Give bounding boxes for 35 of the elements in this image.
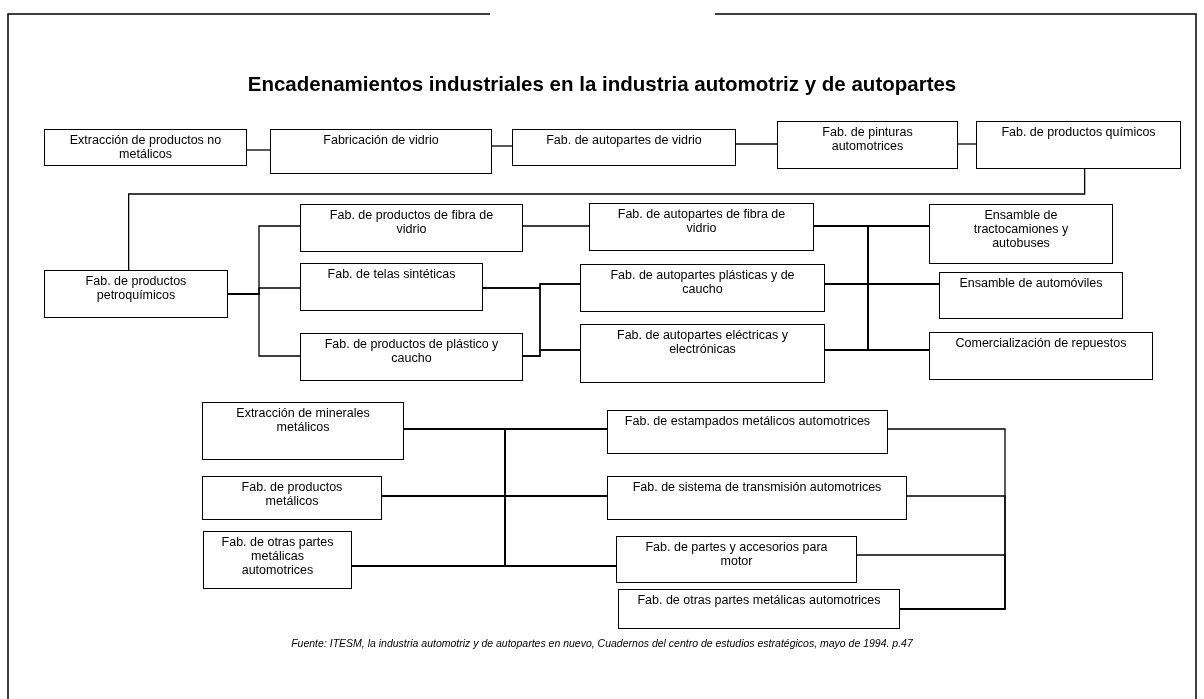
process-box: Fab. de partes y accesorios para motor (616, 536, 857, 583)
process-box: Fab. de telas sintéticas (300, 263, 483, 311)
diagram-title: Encadenamientos industriales en la industria automotriz y de autopartes (246, 72, 958, 96)
process-box: Fab. de autopartes eléctricas y electrónicas (580, 324, 825, 383)
process-box: Fab. de productos químicos (976, 121, 1181, 169)
connector-line (227, 293, 301, 357)
process-box: Fab. de productos de plástico y caucho (300, 333, 523, 381)
process-box: Ensamble de tractocamiones y autobuses (929, 204, 1113, 264)
connector-line (128, 168, 1086, 271)
process-box: Fab. de autopartes de fibra de vidrio (589, 203, 814, 251)
connector-line (491, 145, 513, 147)
process-box: Fab. de productos metálicos (202, 476, 382, 520)
process-box: Fab. de otras partes metálicas automotrices (203, 531, 352, 589)
process-box: Fab. de estampados metálicos automotrices (607, 410, 888, 454)
process-box: Comercialización de repuestos (929, 332, 1153, 380)
connector-line (351, 565, 617, 567)
process-box: Extracción de productos no metálicos (44, 129, 247, 166)
source-note: Fuente: ITESM, la industria automotriz y de autopartes en nuevo, Cuadernos del centro de estudios estratégicos, mayo de 1994. p.47 (290, 637, 914, 649)
connector-line (246, 149, 271, 151)
process-box: Fab. de autopartes de vidrio (512, 129, 736, 166)
connector-line (522, 349, 581, 357)
connector-line (856, 554, 1006, 610)
connector-line (522, 225, 590, 227)
connector-line (735, 143, 778, 145)
connector-line (824, 349, 930, 351)
process-box: Fab. de pinturas automotrices (777, 121, 958, 169)
process-box: Fab. de autopartes plásticas y de caucho (580, 264, 825, 312)
connector-line (957, 143, 977, 145)
process-box: Fab. de sistema de transmisión automotrices (607, 476, 907, 520)
process-box: Fab. de productos petroquímicos (44, 270, 228, 318)
process-box: Fab. de productos de fibra de vidrio (300, 204, 523, 252)
process-box: Fabricación de vidrio (270, 129, 492, 174)
process-box: Fab. de otras partes metálicas automotrices (618, 589, 900, 629)
process-box: Extracción de minerales metálicos (202, 402, 404, 460)
process-box: Ensamble de automóviles (939, 272, 1123, 319)
